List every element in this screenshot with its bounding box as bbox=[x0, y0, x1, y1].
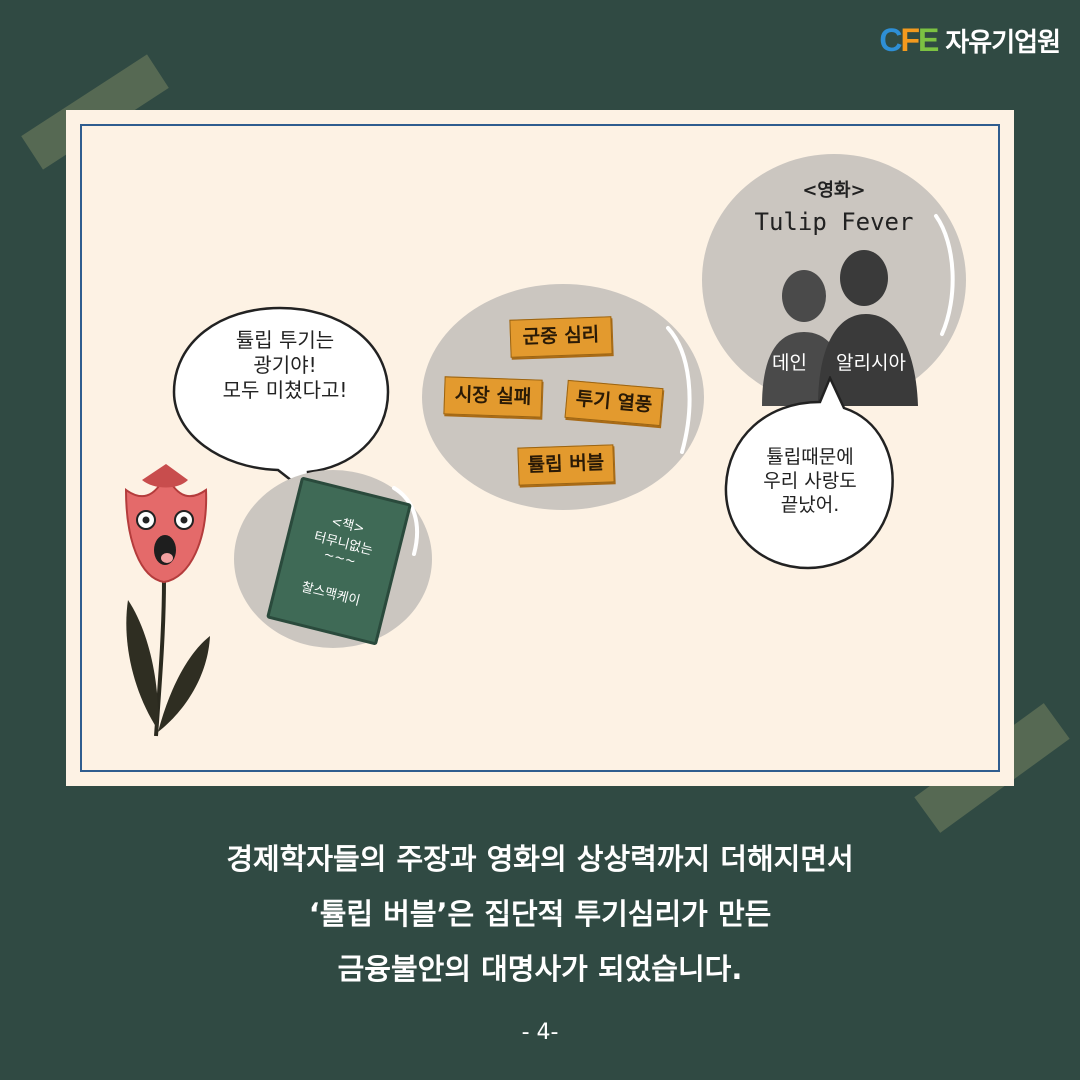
page-number: - 4- bbox=[521, 1020, 559, 1045]
logo-name: 자유기업원 bbox=[945, 27, 1061, 58]
sign-tulip-bubble: 튤립 버블 bbox=[517, 444, 615, 486]
movie-speech-line-2: 우리 사랑도 bbox=[763, 469, 857, 492]
sign-market-failure: 시장 실패 bbox=[443, 376, 543, 418]
sign-crowd-psychology: 군중 심리 bbox=[509, 316, 613, 358]
tulip-character bbox=[124, 464, 210, 737]
actor-alicia: 알리시아 bbox=[836, 352, 906, 374]
caption-line-3: 금융불안의 대명사가 되었습니다. bbox=[337, 952, 743, 986]
logo: CFE 자유기업원 bbox=[879, 20, 1061, 60]
movie-tag: <영화> bbox=[802, 180, 866, 201]
movie-speech-text: 튤립때문에 우리 사랑도 끝났어. bbox=[730, 446, 890, 517]
cfe-logo-mark: CFE bbox=[879, 21, 939, 58]
tulip-speech-line-2: 광기야! bbox=[253, 353, 317, 377]
signs-bubble-shine bbox=[666, 326, 692, 454]
movie-speech-line-1: 튤립때문에 bbox=[766, 446, 854, 468]
tulip-speech-line-3: 모두 미쳤다고! bbox=[222, 378, 348, 402]
movie-speech-bubble bbox=[724, 376, 894, 570]
book-bubble-shine bbox=[392, 486, 420, 556]
movie-title: Tulip Fever bbox=[754, 208, 914, 236]
movie-speech-line-3: 끝났어. bbox=[780, 493, 840, 516]
tulip-speech-line-1: 튤립 투기는 bbox=[235, 328, 335, 352]
movie-bubble-shine bbox=[934, 214, 955, 336]
panel-border bbox=[80, 124, 1000, 772]
book-author: 찰스맥케이 bbox=[299, 579, 362, 609]
tulip-speech-text: 튤립 투기는 광기야! 모두 미쳤다고! bbox=[190, 328, 380, 403]
caption: 경제학자들의 주장과 영화의 상상력까지 더해지면서 ‘튤립 버블’은 집단적 … bbox=[0, 832, 1080, 997]
caption-line-1: 경제학자들의 주장과 영화의 상상력까지 더해지면서 bbox=[226, 842, 854, 876]
caption-line-2: ‘튤립 버블’은 집단적 투기심리가 만든 bbox=[308, 897, 772, 931]
actor-dane: 데인 bbox=[772, 352, 807, 374]
